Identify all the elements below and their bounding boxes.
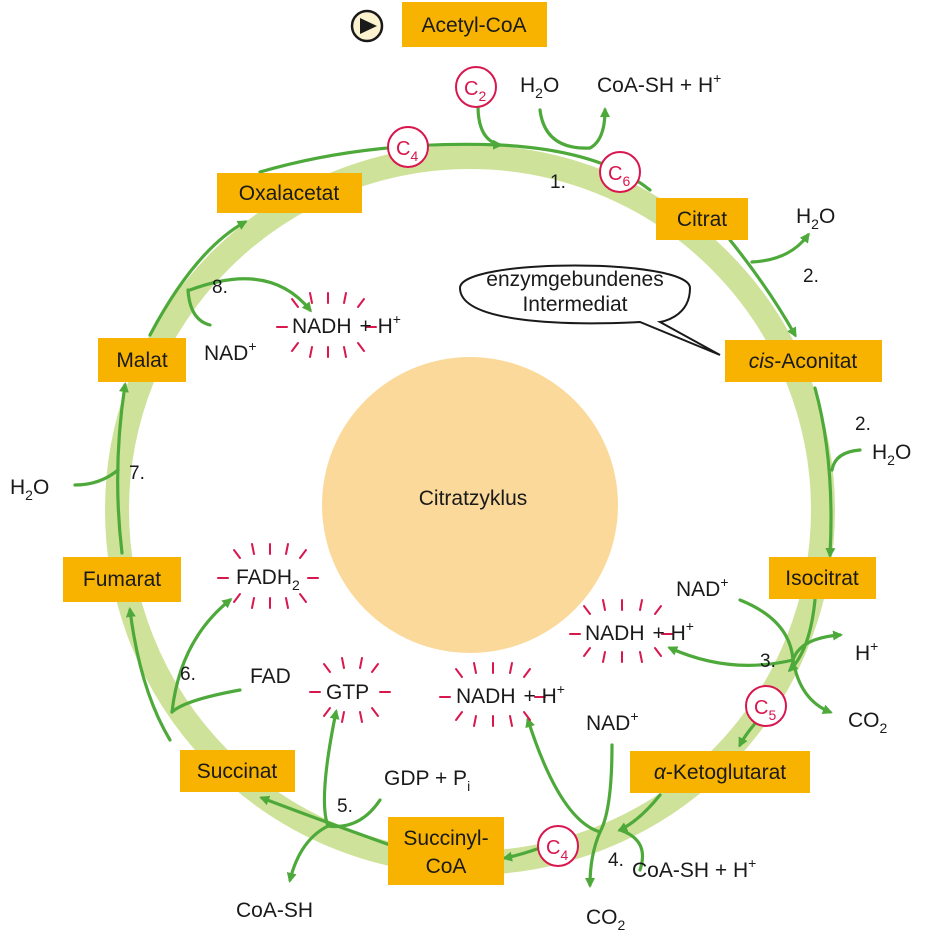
label-nad-step3: NAD+ <box>676 574 729 601</box>
svg-text:Malat: Malat <box>116 349 168 372</box>
label-h-plus-step3: H+ <box>855 638 878 665</box>
play-icon[interactable] <box>350 9 384 43</box>
label-h2o-step1: H2O <box>520 74 559 101</box>
box-oxalacetat: Oxalacetat <box>217 173 362 213</box>
side-arrows <box>73 104 862 888</box>
step-4: 4. <box>608 850 624 871</box>
step-5: 5. <box>337 796 353 817</box>
step-1: 1. <box>550 172 566 193</box>
label-h2o-step7: H2O <box>10 476 49 503</box>
svg-text:Isocitrat: Isocitrat <box>785 567 859 590</box>
label-co2-step4: CO2 <box>586 906 626 933</box>
step-8: 8. <box>212 277 228 298</box>
label-nad-step8: NAD+ <box>204 338 257 365</box>
svg-text:C4: C4 <box>546 837 568 863</box>
burst-gtp <box>309 657 391 723</box>
label-co2-step3: CO2 <box>848 709 888 736</box>
burst-nadh-step4 <box>439 662 546 727</box>
label-gtp: GTP <box>326 681 369 704</box>
svg-text:Fumarat: Fumarat <box>83 568 161 591</box>
svg-text:α-Ketoglutarat: α-Ketoglutarat <box>654 761 786 784</box>
label-fad: FAD <box>250 665 291 688</box>
center-circle <box>322 357 618 653</box>
box-acetyl-coa: Acetyl-CoA <box>402 2 547 47</box>
svg-text:Citrat: Citrat <box>677 208 727 231</box>
label-nadh-step8: NADH+ H+ <box>292 311 401 338</box>
carbon-badge-c6: C6 <box>599 151 641 193</box>
label-coash-h-step4: CoA-SH + H+ <box>632 855 756 882</box>
svg-text:enzymgebundenes: enzymgebundenes <box>486 268 663 291</box>
box-isocitrat: Isocitrat <box>769 557 876 599</box>
svg-text:C4: C4 <box>396 138 418 164</box>
step-3: 3. <box>760 651 776 672</box>
center-label: Citratzyklus <box>419 487 528 510</box>
step-6: 6. <box>180 664 196 685</box>
label-nadh-step4: NADH+ H+ <box>456 681 565 708</box>
label-coash-step5: CoA-SH <box>236 899 313 922</box>
box-ketoglutarat: α-Ketoglutarat <box>630 751 810 793</box>
svg-text:C6: C6 <box>608 163 630 189</box>
svg-text:CoA: CoA <box>426 855 467 878</box>
svg-text:Oxalacetat: Oxalacetat <box>239 182 340 205</box>
label-fadh2: FADH2 <box>236 566 300 593</box>
svg-text:Succinyl-: Succinyl- <box>403 827 488 850</box>
carbon-badge-c5: C5 <box>745 685 787 727</box>
burst-fadh2 <box>217 543 319 609</box>
carbon-badge-c4-bottom: C4 <box>537 825 579 867</box>
svg-text:Intermediat: Intermediat <box>522 293 627 316</box>
burst-nadh-step3 <box>569 599 673 663</box>
step-2b: 2. <box>855 414 871 435</box>
svg-text:Succinat: Succinat <box>197 760 278 783</box>
burst-nadh-step8 <box>276 292 377 358</box>
label-nadh-step3: NADH+ H+ <box>585 618 694 645</box>
step-7: 7. <box>129 463 145 484</box>
box-cis-aconitat: cis-Aconitat <box>725 340 882 382</box>
label-h2o-step2a: H2O <box>796 205 835 232</box>
svg-text:C5: C5 <box>754 697 776 723</box>
step-2a: 2. <box>803 266 819 287</box>
label-nad-step4: NAD+ <box>586 708 639 735</box>
box-fumarat: Fumarat <box>63 557 181 602</box>
label-gdp-pi: GDP + Pi <box>384 767 470 794</box>
box-malat: Malat <box>98 338 186 382</box>
svg-text:C2: C2 <box>464 78 486 104</box>
label-coash-h-step1: CoA-SH + H+ <box>597 70 721 97</box>
label-h2o-step2b: H2O <box>872 441 911 468</box>
box-succinyl-coa: Succinyl- CoA <box>388 817 504 885</box>
carbon-badge-c4-top: C4 <box>387 126 429 168</box>
speech-bubble: enzymgebundenes Intermediat <box>458 264 721 356</box>
svg-text:cis-Aconitat: cis-Aconitat <box>749 350 858 373</box>
carbon-badge-c2: C2 <box>455 66 497 108</box>
box-succinat: Succinat <box>180 750 295 792</box>
svg-text:Acetyl-CoA: Acetyl-CoA <box>421 14 526 37</box>
box-citrat: Citrat <box>656 198 748 240</box>
